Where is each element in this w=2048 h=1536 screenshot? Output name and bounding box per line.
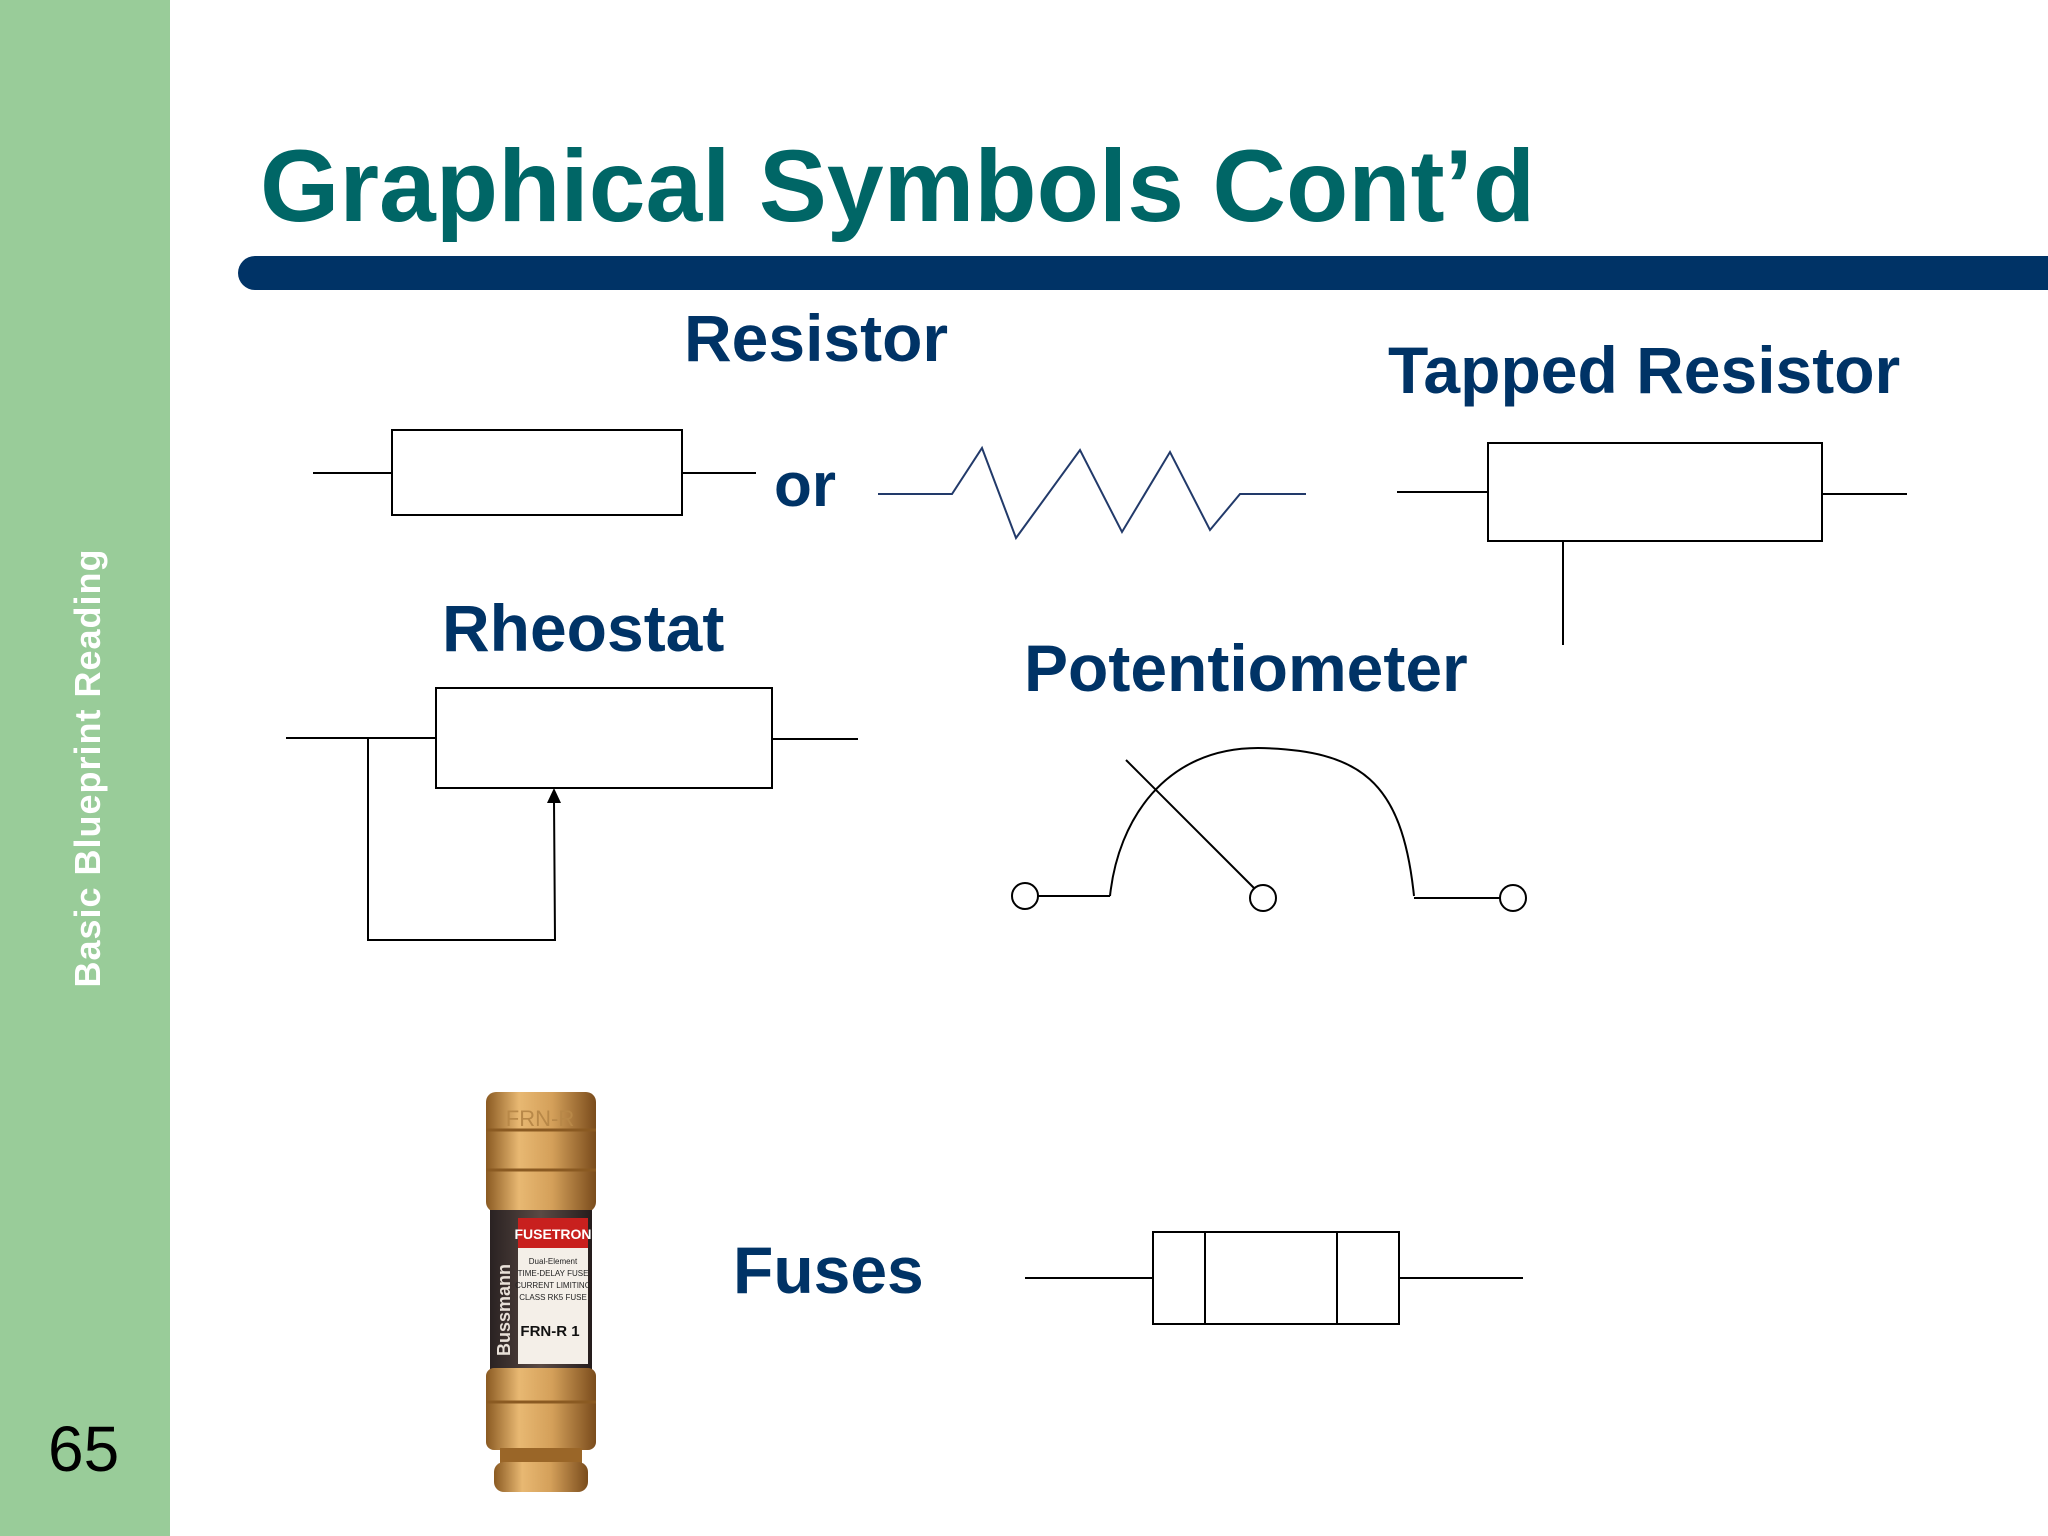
resistor-label: Resistor <box>684 301 949 375</box>
fuse-photo: FRN-R Bussmann FUSETRON Dual-Element TIM… <box>486 1092 596 1492</box>
tapped-resistor-label: Tapped Resistor <box>1388 333 1901 407</box>
title-underline-bar <box>238 256 2048 290</box>
fuse-line-1: Dual-Element <box>529 1257 578 1266</box>
rheostat-symbol <box>286 687 858 941</box>
fuse-line-4: CLASS RK5 FUSE <box>519 1293 587 1302</box>
fuse-brand-text: Bussmann <box>494 1264 514 1356</box>
fuse-line-2: TIME-DELAY FUSE <box>518 1269 589 1278</box>
fuses-label: Fuses <box>733 1233 924 1307</box>
rheostat-label: Rheostat <box>442 591 725 665</box>
or-label: or <box>774 451 836 520</box>
page-title: Graphical Symbols Cont’d <box>260 129 1536 243</box>
potentiometer-symbol <box>1011 746 1527 912</box>
fuse-model-text: FRN-R 1 <box>520 1323 579 1340</box>
resistor-box-symbol <box>313 429 756 516</box>
fuse-line-3: CURRENT LIMITING <box>515 1281 591 1290</box>
sidebar: Basic Blueprint Reading 65 <box>0 0 170 1536</box>
fuse-series-text: FUSETRON <box>515 1226 592 1242</box>
fuse-cap-text: FRN-R <box>506 1106 574 1131</box>
fuse-symbol <box>1025 1231 1523 1325</box>
potentiometer-label: Potentiometer <box>1024 631 1468 705</box>
tapped-resistor-symbol <box>1397 442 1907 645</box>
page-number: 65 <box>48 1413 120 1485</box>
resistor-zigzag-symbol <box>878 445 1306 541</box>
